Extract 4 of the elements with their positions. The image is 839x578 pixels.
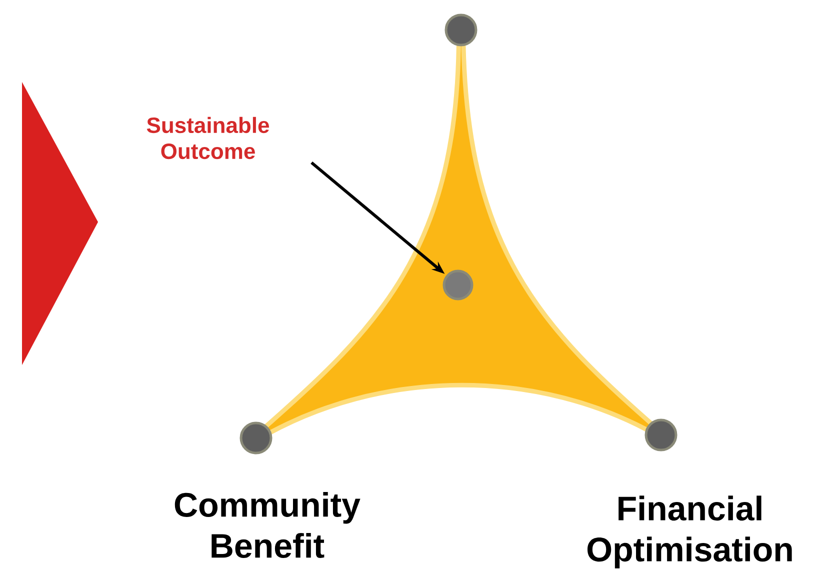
dot-marker xyxy=(444,14,478,46)
corner-label: Financial Optimisation xyxy=(588,496,792,568)
callout-text: Sustainable Outcome xyxy=(146,116,269,160)
corner-label: Community Benefit xyxy=(174,492,360,558)
